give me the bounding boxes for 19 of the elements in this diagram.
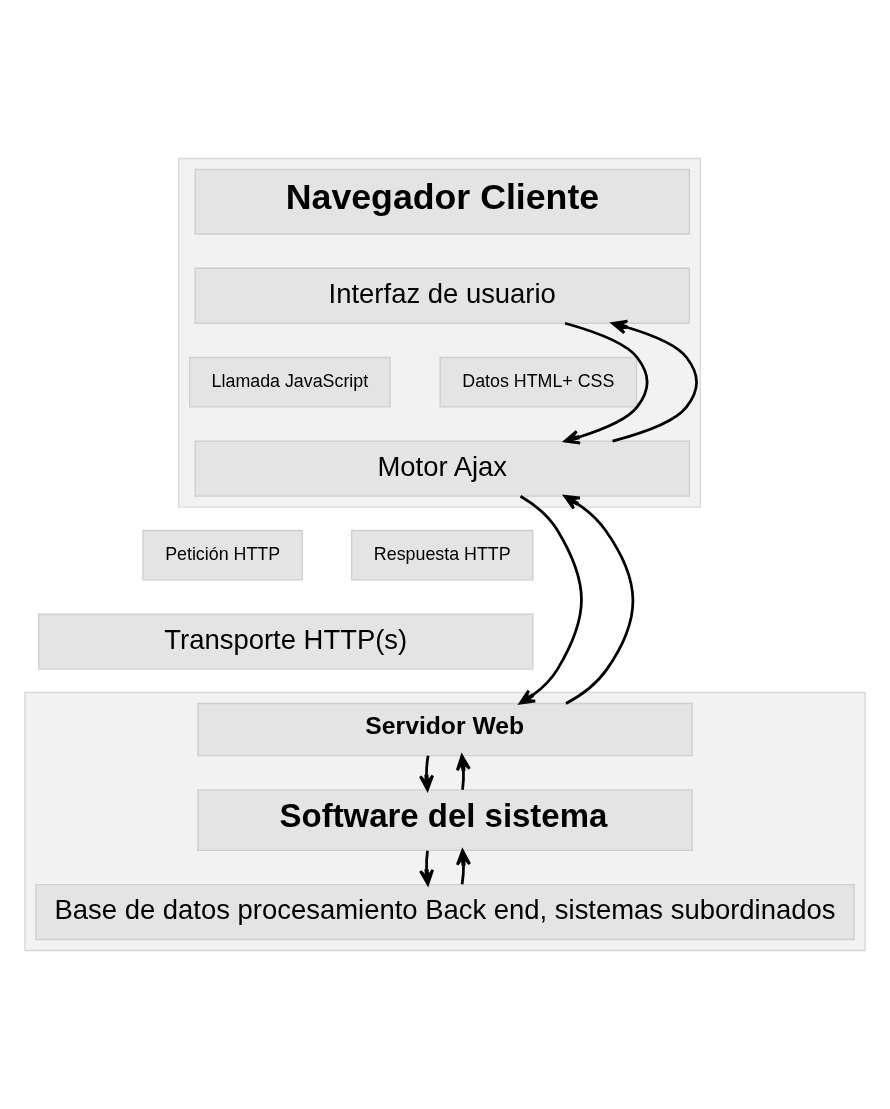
node-box: Transporte HTTP(s) <box>38 613 534 670</box>
node-box: Datos HTML+ CSS <box>439 356 638 408</box>
arrow <box>563 321 649 445</box>
node-box: Navegador Cliente <box>194 168 691 235</box>
node-box: Servidor Web <box>197 702 693 757</box>
arrow <box>455 849 472 885</box>
arrow <box>563 494 635 705</box>
node-box: Motor Ajax <box>194 440 691 497</box>
arrow <box>419 850 435 886</box>
node-box: Llamada JavaScript <box>189 356 391 408</box>
node-box: Interfaz de usuario <box>194 267 691 324</box>
node-box: Software del sistema <box>197 789 693 851</box>
node-box: Base de datos procesamiento Back end, sistemas subordinados <box>35 883 855 941</box>
arrow <box>518 495 583 705</box>
node-box: Respuesta HTTP <box>350 529 534 581</box>
node-box: Petición HTTP <box>142 529 303 581</box>
arrow <box>611 319 698 443</box>
arrow <box>455 754 471 790</box>
arrow <box>418 755 435 792</box>
